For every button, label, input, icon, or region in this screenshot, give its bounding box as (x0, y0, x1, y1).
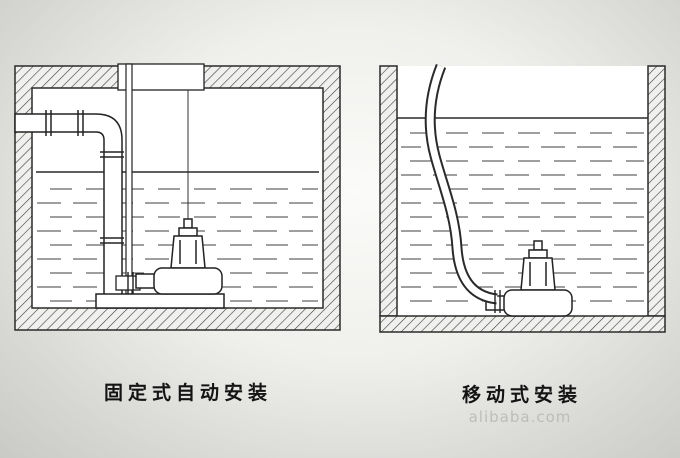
left-diagram-fixed-installation (14, 63, 341, 331)
hose-flange (494, 290, 501, 313)
duckfoot-base (95, 293, 225, 309)
pit-walls (379, 65, 666, 333)
watermark-text: alibaba.com (468, 408, 572, 426)
pipe-flanges (45, 110, 124, 244)
discharge-hose (424, 63, 498, 305)
guide-rail (125, 63, 133, 295)
outlet-flange (127, 272, 134, 294)
right-diagram-mobile-installation (379, 63, 666, 333)
tank-walls (14, 65, 341, 331)
caption-mobile-installation: 移动式安装 (461, 384, 582, 406)
caption-fixed-automatic-installation: 固定式自动安装 (103, 382, 272, 404)
